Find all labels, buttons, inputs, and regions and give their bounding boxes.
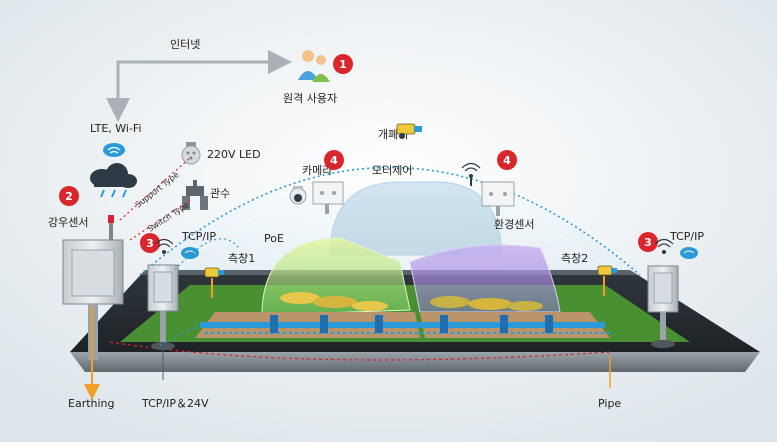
lte-wifi-label: LTE, Wi-Fi (90, 122, 142, 135)
center-glass (329, 181, 503, 256)
internet-label: 인터넷 (170, 38, 200, 51)
right-controller (647, 265, 679, 348)
camera-icon (289, 186, 307, 205)
right-wifi-cloud-icon (680, 247, 698, 259)
irrigation-rail (200, 315, 610, 334)
left-tunnel (261, 237, 411, 316)
led-bulb-icon (181, 142, 201, 165)
rain-sensor-label: 강우센서 (48, 216, 88, 229)
motor-control-label: 모터제어 (372, 164, 412, 177)
left-controller (147, 264, 179, 350)
tcpip-24v-label: TCP/IP＆24V (141, 397, 209, 410)
opener-motor-icon (396, 123, 422, 139)
badge-camera-number: 4 (330, 154, 338, 167)
earthing-label: Earthing (68, 397, 115, 410)
right-tunnel (409, 244, 561, 313)
irrigation-label: 관수 (210, 187, 230, 200)
camera-label: 카메라 (302, 164, 332, 177)
pipe-label: Pipe (598, 397, 621, 410)
env-sensor-box (481, 181, 515, 216)
right-antenna-icon (654, 238, 674, 254)
left-wifi-cloud-icon (181, 247, 199, 259)
led-cable (119, 157, 191, 221)
side-window-2-label: 측창2 (561, 252, 588, 265)
tcpip-left-label: TCP/IP (181, 230, 216, 243)
env-antenna-icon (461, 162, 481, 186)
left-antenna-icon (154, 238, 174, 254)
env-sensor-label: 환경센서 (494, 218, 534, 231)
wifi-cloud-icon (103, 143, 125, 157)
poe-label: PoE (264, 232, 284, 245)
tcpip-right-label: TCP/IP (669, 230, 704, 243)
camera-sensor-box (312, 181, 344, 214)
badge-rain-number: 2 (65, 190, 73, 203)
valve-icon (182, 180, 208, 210)
badge-controller-right (638, 232, 658, 252)
badge-controller-right-number: 3 (644, 236, 652, 249)
badge-env-number: 4 (503, 154, 511, 167)
side-window-1-label: 측창1 (228, 252, 255, 265)
side-window-1-motor-icon (204, 267, 224, 278)
rain-cloud-icon (90, 163, 137, 198)
badge-controller-left-number: 3 (146, 237, 154, 250)
valve-cable (129, 199, 191, 241)
main-control-cabinet (62, 215, 124, 360)
badge-controller-left (140, 233, 160, 253)
internet-link (106, 50, 292, 122)
led-label: 220V LED (207, 148, 261, 161)
remote-user-label: 원격 사용자 (283, 92, 337, 105)
side-window-2-motor-icon (597, 265, 617, 276)
badge-env (497, 150, 517, 170)
badge-remote-number: 1 (339, 58, 347, 71)
badge-remote (333, 54, 353, 74)
badge-camera (324, 150, 344, 170)
remote-user-icon (298, 50, 330, 82)
badge-rain (59, 186, 79, 206)
